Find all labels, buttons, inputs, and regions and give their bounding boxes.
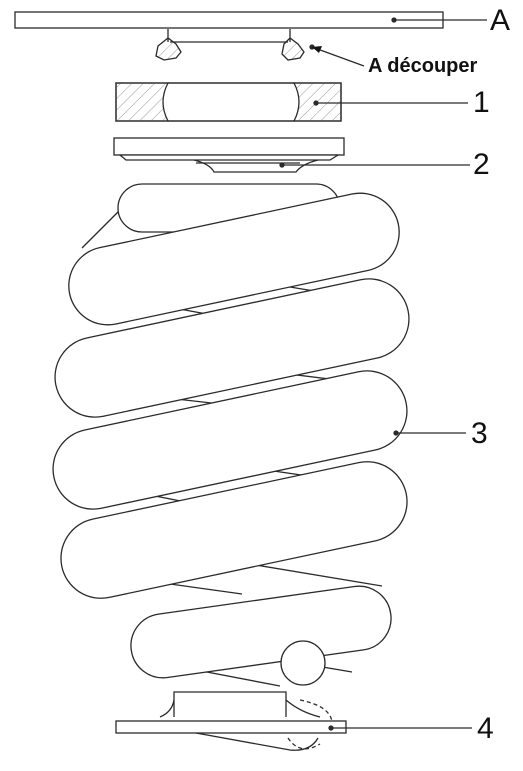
cut-note-leader	[311, 46, 365, 67]
cut-note-arrow-icon	[312, 46, 322, 53]
label-a: A	[490, 4, 511, 37]
label-cut-note: A découper	[368, 55, 478, 77]
label-part-4: 4	[477, 712, 494, 745]
part-3-coil-spring	[52, 183, 410, 687]
part-4-lower-seat	[115, 691, 347, 751]
label-part-3: 3	[471, 417, 488, 450]
cut-part	[155, 29, 305, 61]
label-part-1: 1	[473, 86, 490, 119]
plate-a	[14, 11, 444, 29]
part-2-cup	[113, 137, 345, 173]
part-1-ring	[115, 82, 342, 122]
label-part-2: 2	[473, 148, 490, 181]
